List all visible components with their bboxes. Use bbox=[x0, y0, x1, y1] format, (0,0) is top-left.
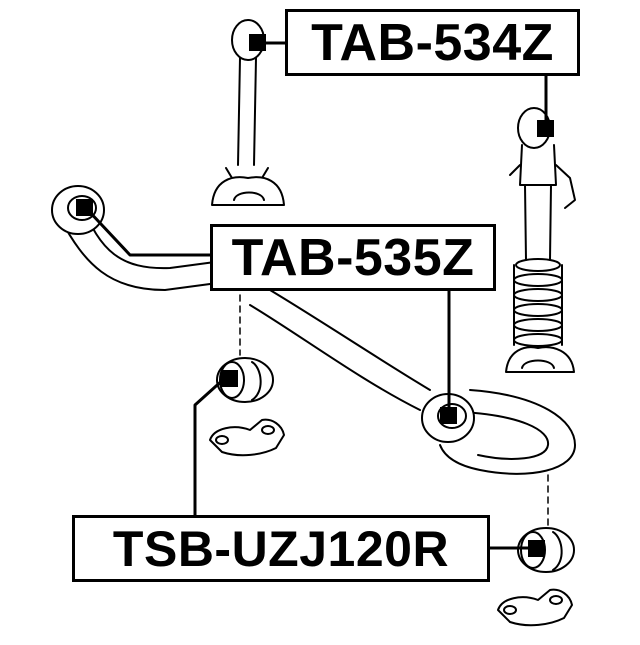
link-right bbox=[505, 107, 576, 373]
marker-tab-535z-left bbox=[76, 199, 93, 216]
stabilizer-bar bbox=[59, 204, 576, 475]
bushing-right bbox=[517, 527, 575, 573]
marker-tab-535z-right bbox=[440, 407, 457, 424]
marker-tsb-right bbox=[528, 540, 545, 557]
marker-tsb-left bbox=[221, 370, 238, 387]
markers bbox=[76, 34, 554, 557]
part-label-tab-534z: TAB-534Z bbox=[285, 9, 580, 76]
bushing-left bbox=[216, 357, 274, 403]
dust-boot bbox=[513, 258, 563, 347]
assembly-lines bbox=[239, 294, 549, 526]
marker-tab-534z-right bbox=[537, 120, 554, 137]
bracket-right bbox=[497, 588, 573, 627]
part-label-tab-535z: TAB-535Z bbox=[210, 224, 496, 291]
leader-lines bbox=[83, 41, 548, 550]
marker-tab-534z-left bbox=[249, 34, 266, 51]
part-label-tsb-uzj120r: TSB-UZJ120R bbox=[72, 515, 490, 582]
bracket-left bbox=[209, 418, 285, 457]
link-left bbox=[211, 19, 285, 206]
